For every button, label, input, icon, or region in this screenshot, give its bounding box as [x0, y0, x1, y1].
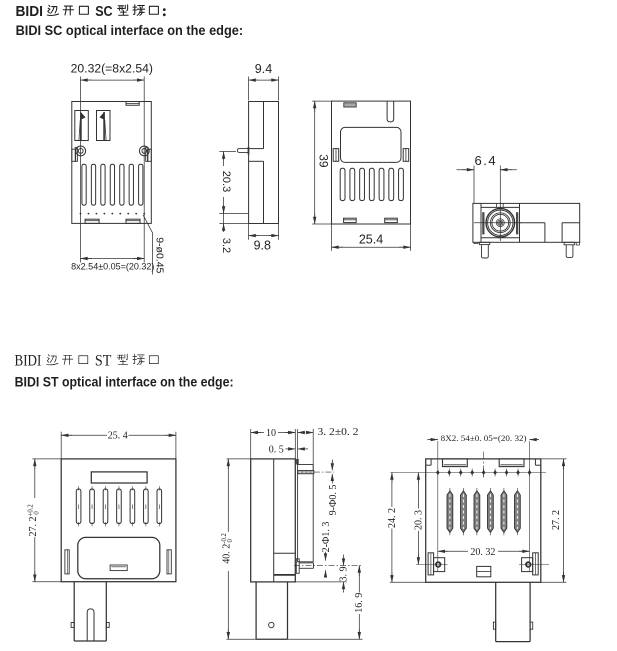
svg-text:BIDI ST optical interface on t: BIDI ST optical interface on the edge: — [15, 374, 234, 389]
svg-text:3. 2±0. 2: 3. 2±0. 2 — [318, 427, 359, 438]
svg-text:8x2.54±0.05=(20.32): 8x2.54±0.05=(20.32) — [71, 261, 154, 271]
svg-text:8X2. 54±0. 05=(20. 32): 8X2. 54±0. 05=(20. 32) — [441, 433, 527, 443]
svg-text:SC: SC — [95, 4, 113, 20]
svg-text:27. 2+0.20: 27. 2+0.20 — [28, 504, 41, 537]
svg-text:25. 4: 25. 4 — [108, 431, 128, 442]
svg-text:40. 2-0.20: 40. 2-0.20 — [221, 532, 234, 563]
svg-text:0. 5: 0. 5 — [269, 445, 284, 456]
svg-text:20. 32: 20. 32 — [470, 547, 495, 558]
svg-text:25.4: 25.4 — [359, 233, 383, 247]
svg-text:9.4: 9.4 — [255, 62, 272, 76]
svg-text:16. 9: 16. 9 — [354, 593, 365, 613]
svg-text:ST: ST — [95, 353, 112, 370]
svg-text:10: 10 — [266, 428, 276, 439]
svg-text:39: 39 — [317, 154, 331, 168]
svg-text:BIDI SC optical interface on t: BIDI SC optical interface on the edge: — [16, 23, 244, 38]
svg-text:20.3: 20.3 — [220, 171, 232, 192]
svg-text:9.8: 9.8 — [254, 238, 271, 252]
svg-text:20. 3: 20. 3 — [414, 510, 425, 530]
svg-text:9-ø0.45: 9-ø0.45 — [153, 237, 165, 273]
svg-text:3. 9: 3. 9 — [339, 567, 350, 582]
svg-text:3.2: 3.2 — [220, 238, 232, 253]
svg-text:BIDI: BIDI — [15, 353, 42, 370]
svg-text:2-Φ1. 3: 2-Φ1. 3 — [321, 522, 332, 553]
svg-text:BIDI: BIDI — [16, 4, 44, 20]
svg-text:9-Φ0. 5: 9-Φ0. 5 — [328, 485, 339, 516]
svg-text:20.32(=8x2.54): 20.32(=8x2.54) — [71, 61, 153, 75]
svg-text:27. 2: 27. 2 — [551, 510, 562, 530]
svg-text:6.4: 6.4 — [475, 153, 498, 168]
svg-text:24. 2: 24. 2 — [387, 508, 398, 528]
